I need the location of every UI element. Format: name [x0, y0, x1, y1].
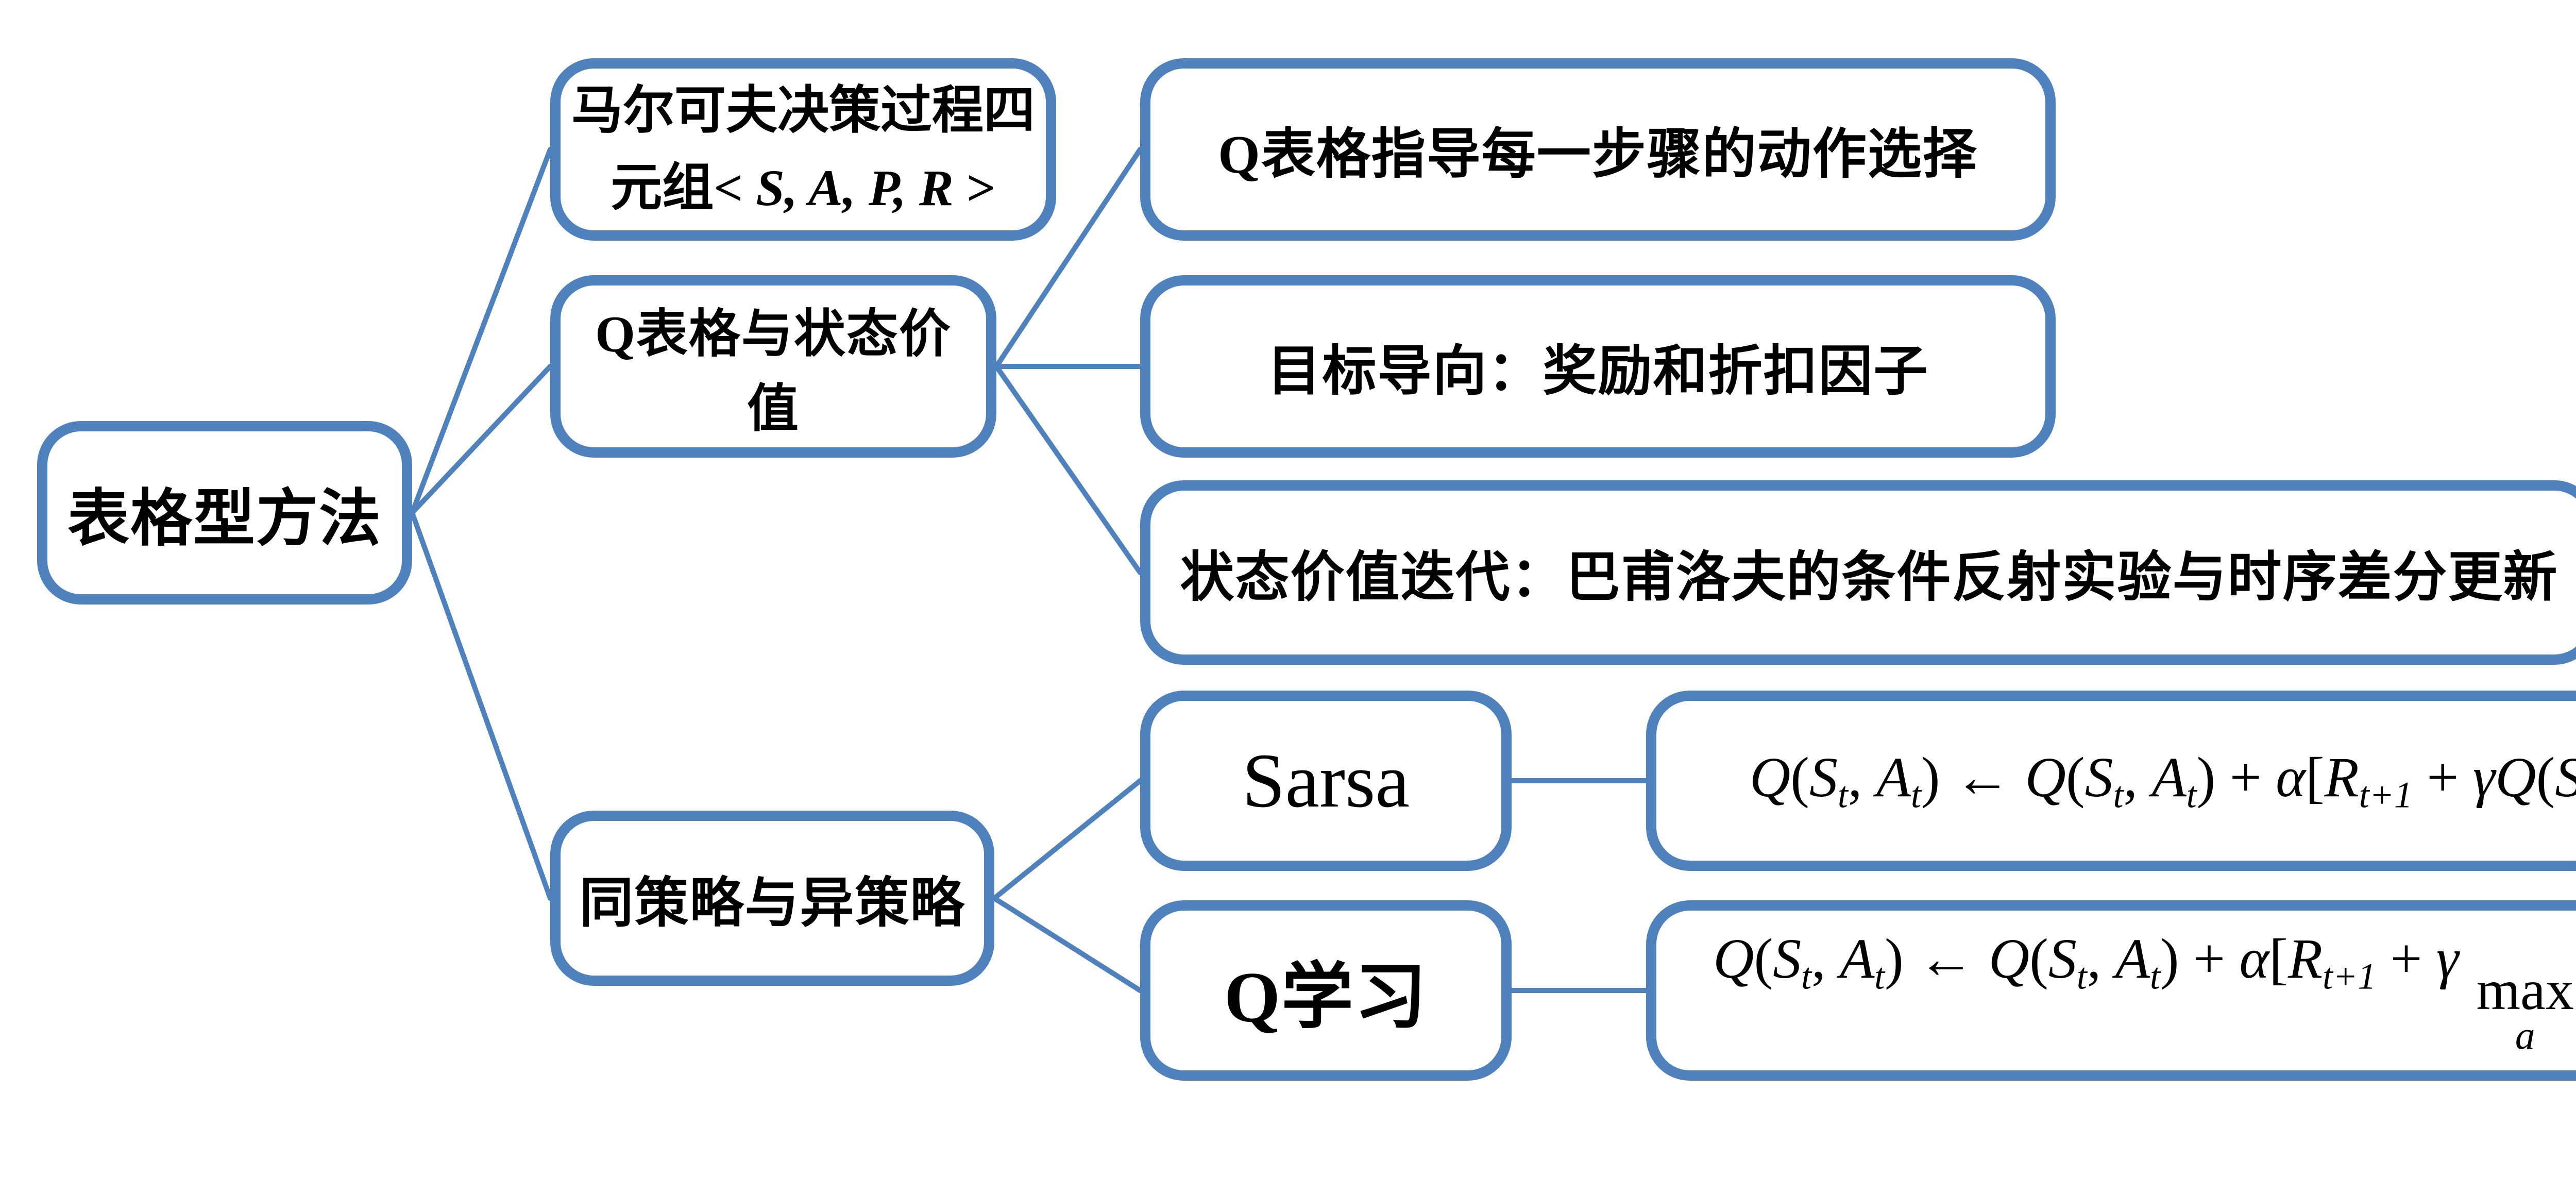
connector-qtable-qguide — [994, 147, 1143, 369]
connector-root-mdp — [410, 147, 553, 515]
node-label: Sarsa — [1242, 738, 1410, 824]
node-label: 目标导向：奖励和折扣因子 — [1267, 341, 1929, 401]
node-q-table-action-selection: Q表格指导每一步骤的动作选择 — [1140, 58, 2056, 241]
node-mdp-tuple: 马尔可夫决策过程四元组< S, A, P, R > — [550, 58, 1056, 241]
node-q-learning: Q学习 — [1140, 900, 1512, 1081]
node-state-value-iteration: 状态价值迭代：巴甫洛夫的条件反射实验与时序差分更新 — [1140, 480, 2576, 665]
node-label: 状态价值迭代：巴甫洛夫的条件反射实验与时序差分更新 — [1180, 547, 2558, 608]
connector-qtable-valueiter — [994, 364, 1143, 575]
node-goal-oriented-reward-discount: 目标导向：奖励和折扣因子 — [1140, 275, 2056, 458]
node-label: Q学习 — [1224, 958, 1428, 1037]
node-sarsa-update-formula: Q(St, At) ← Q(St, At) + α[Rt+1 + γQ(St+1… — [1646, 691, 2576, 871]
node-label: Q(St, At) ← Q(St, At) + α[Rt+1 + γQ(St+1… — [1749, 746, 2576, 816]
node-on-policy-off-policy: 同策略与异策略 — [550, 811, 994, 986]
node-label: 表格型方法 — [67, 484, 382, 553]
node-label: Q表格指导每一步骤的动作选择 — [1218, 124, 1978, 184]
connector-policy-qlearn — [992, 896, 1143, 993]
connector-policy-sarsa — [992, 778, 1143, 901]
node-sarsa: Sarsa — [1140, 691, 1512, 871]
node-label: Q表格与状态价值 — [595, 306, 952, 438]
node-label: 马尔可夫决策过程四元组< S, A, P, R > — [571, 82, 1035, 216]
node-label: 同策略与异策略 — [579, 873, 965, 933]
node-tabular-methods: 表格型方法 — [37, 421, 412, 605]
connector-root-qtable — [410, 364, 553, 515]
node-q-table-state-value: Q表格与状态价值 — [550, 275, 996, 458]
connector-root-policy — [410, 510, 553, 901]
